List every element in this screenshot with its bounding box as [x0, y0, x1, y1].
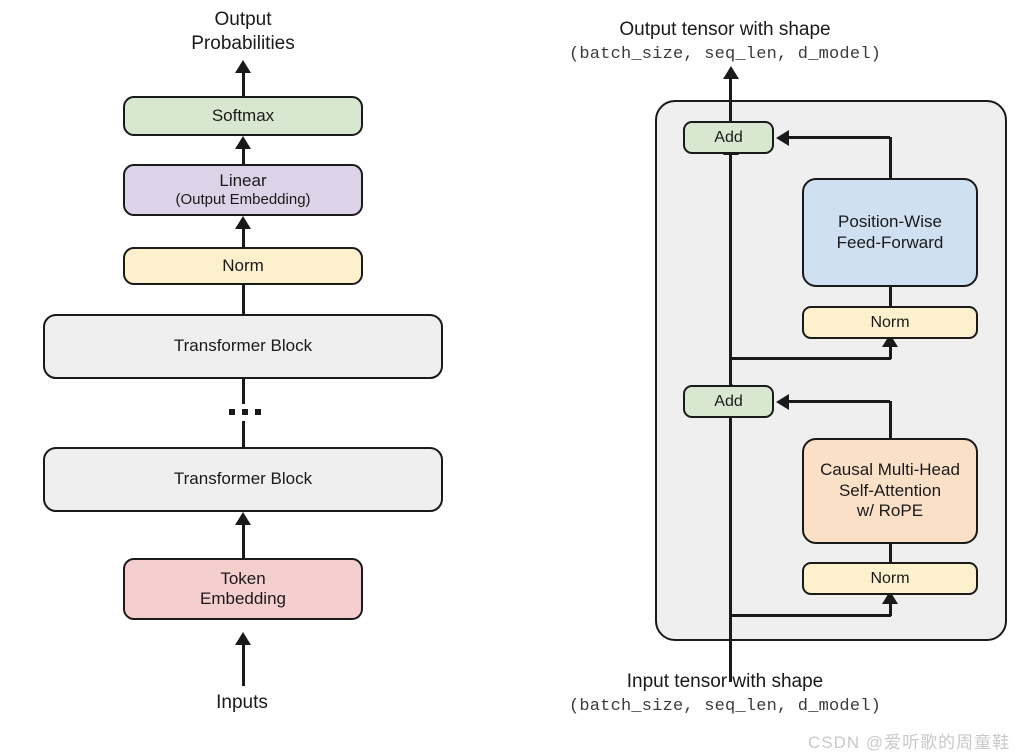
right-input-tensor-line2: (batch_size, seq_len, d_model) — [568, 696, 882, 716]
connector-block-top-to-norm — [241, 285, 245, 315]
arrow-attention-into-add-bottom-icon — [776, 393, 789, 410]
node-add-bottom[interactable]: Add — [683, 385, 774, 418]
node-norm-attention-label: Norm — [870, 569, 910, 587]
node-softmax-label: Softmax — [211, 105, 275, 125]
connector-dots-to-block-bottom — [241, 421, 245, 447]
node-linear-sublabel: (Output Embedding) — [175, 191, 311, 209]
residual-stream-lower — [729, 392, 732, 682]
left-inputs-label-text: Inputs — [216, 692, 268, 713]
return-ffn-to-add-top-vertical — [888, 137, 892, 179]
right-output-tensor-line2: (batch_size, seq_len, d_model) — [568, 44, 882, 64]
connector-norm-to-linear — [241, 226, 245, 248]
node-causal-attention-label-line1: Causal Multi-Head — [820, 460, 960, 480]
node-feedforward-label-line1: Position-Wise — [838, 212, 942, 232]
right-input-tensor-line1: Input tensor with shape — [626, 671, 824, 692]
return-attention-to-add-bottom-vertical — [888, 401, 892, 439]
residual-stream-upper — [729, 152, 732, 385]
node-causal-attention-label-line2: Self-Attention — [838, 480, 942, 500]
return-attention-to-add-bottom-horizontal — [789, 399, 890, 403]
right-output-tensor-line1: Output tensor with shape — [619, 19, 831, 40]
arrow-decoder-to-output-icon — [722, 66, 739, 79]
connector-inputs-to-embedding — [241, 642, 245, 686]
node-norm[interactable]: Norm — [123, 247, 363, 285]
arrow-linear-to-softmax-icon — [235, 136, 251, 149]
ellipsis-dots-icon — [229, 409, 261, 415]
branch-to-norm-ffn-horizontal — [729, 357, 891, 360]
left-output-label: Output Probabilities — [123, 8, 363, 56]
arrow-ffn-into-add-top-icon — [776, 129, 789, 146]
arrow-inputs-to-embedding-icon — [235, 632, 251, 645]
left-output-label-line1: Output — [214, 9, 272, 30]
node-norm-attention[interactable]: Norm — [802, 562, 978, 595]
node-transformer-block-top[interactable]: Transformer Block — [43, 314, 443, 379]
node-linear[interactable]: Linear (Output Embedding) — [123, 164, 363, 216]
node-softmax[interactable]: Softmax — [123, 96, 363, 136]
watermark: CSDN @爱听歌的周童鞋 — [808, 733, 1011, 752]
node-position-wise-feed-forward[interactable]: Position-Wise Feed-Forward — [802, 178, 978, 287]
connector-block-top-to-dots — [241, 379, 245, 404]
node-norm-label: Norm — [222, 255, 264, 275]
return-ffn-to-add-top-horizontal — [789, 135, 890, 139]
branch-to-norm-attention-horizontal — [729, 614, 891, 617]
node-norm-ffn[interactable]: Norm — [802, 306, 978, 339]
arrow-norm-to-linear-icon — [235, 216, 251, 229]
connector-norm-attention-to-attention — [888, 543, 892, 563]
node-token-embedding-sublabel: Embedding — [199, 589, 286, 608]
left-output-label-line2: Probabilities — [191, 32, 295, 54]
arrow-embedding-to-block-bottom-icon — [235, 512, 251, 525]
node-causal-attention-label-line3: w/ RoPE — [856, 501, 924, 521]
right-output-tensor-label: Output tensor with shape (batch_size, se… — [565, 18, 885, 65]
connector-softmax-to-output — [241, 66, 245, 96]
arrow-softmax-to-output-icon — [235, 60, 251, 73]
connector-decoder-to-output — [729, 76, 732, 138]
node-add-bottom-label: Add — [714, 392, 743, 410]
node-add-top-label: Add — [714, 128, 743, 146]
connector-linear-to-softmax — [241, 147, 245, 167]
node-transformer-block-bottom-label: Transformer Block — [173, 469, 313, 489]
node-token-embedding[interactable]: Token Embedding — [123, 558, 363, 620]
node-add-top[interactable]: Add — [683, 121, 774, 154]
left-inputs-label: Inputs — [162, 691, 322, 715]
node-norm-ffn-label: Norm — [870, 313, 910, 331]
node-causal-attention[interactable]: Causal Multi-Head Self-Attention w/ RoPE — [802, 438, 978, 544]
right-input-tensor-label: Input tensor with shape (batch_size, seq… — [565, 670, 885, 717]
node-token-embedding-label: Token — [220, 568, 266, 588]
node-transformer-block-bottom[interactable]: Transformer Block — [43, 447, 443, 512]
connector-embedding-to-block-bottom — [241, 522, 245, 558]
connector-norm-ffn-to-feedforward — [888, 287, 892, 307]
node-feedforward-label-line2: Feed-Forward — [836, 232, 944, 252]
branch-to-norm-ffn-vertical — [888, 345, 892, 359]
node-transformer-block-top-label: Transformer Block — [173, 336, 313, 356]
node-linear-label: Linear — [219, 170, 267, 190]
branch-to-norm-attention-vertical — [888, 602, 892, 616]
